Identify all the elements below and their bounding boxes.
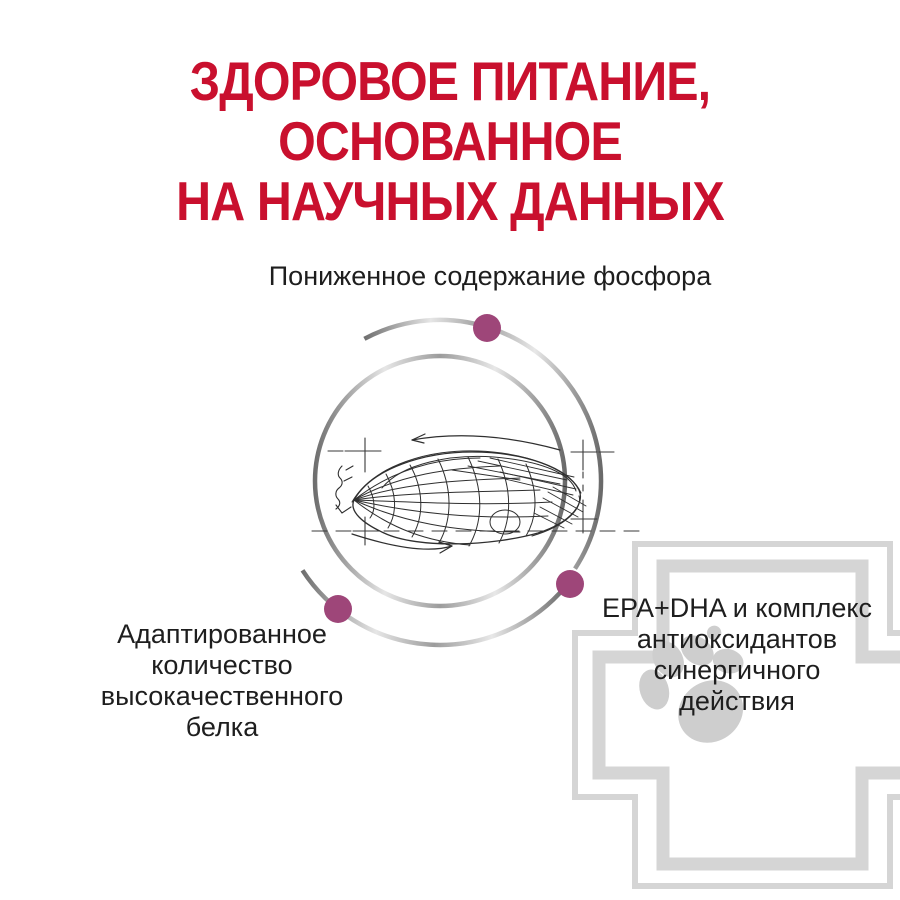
kibble-hatching: [451, 457, 587, 529]
page-title-line1: ЗДОРОВОЕ ПИТАНИЕ, ОСНОВАННОЕ: [189, 49, 711, 172]
callout-dots: [324, 314, 584, 623]
page-title-line2: НА НАУЧНЫХ ДАННЫХ: [176, 169, 725, 232]
paw-print-icon: [639, 625, 744, 743]
callout-dot-protein: [324, 595, 352, 623]
callout-label-phosphorus: Пониженное содержание фосфора: [268, 261, 712, 291]
callout-label-epa-dha: EPA+DHA и комплекс антиоксидантов синерг…: [601, 593, 873, 716]
inner-circle: [312, 353, 568, 609]
kibble-mesh: [353, 456, 553, 547]
page-title: ЗДОРОВОЕ ПИТАНИЕ, ОСНОВАННОЕ НА НАУЧНЫХ …: [0, 51, 900, 231]
kibble-sketch-illustration: [311, 433, 649, 554]
vet-cross-icon: [572, 541, 900, 889]
callout-dot-epa-dha: [556, 570, 584, 598]
callout-label-protein: Адаптированное количество высокачественн…: [100, 619, 344, 742]
rotation-arrows: [351, 433, 561, 554]
ring-arc-top: [363, 317, 604, 570]
callout-dot-phosphorus: [473, 314, 501, 342]
annotation-squiggle: [335, 465, 354, 514]
